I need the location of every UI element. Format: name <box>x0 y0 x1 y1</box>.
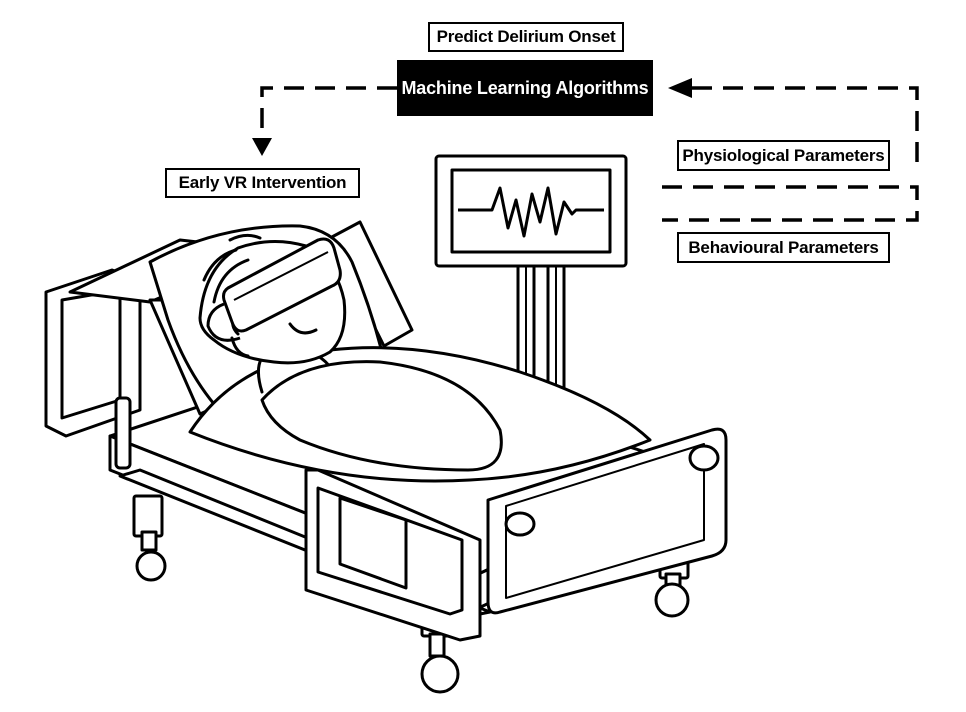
machine-learning-box: Machine Learning Algorithms <box>397 60 653 116</box>
vital-signs-monitor-icon <box>434 154 628 414</box>
behavioural-parameters-label: Behavioural Parameters <box>677 232 890 263</box>
feedback-loop-lines <box>260 86 919 222</box>
physiological-parameters-label: Physiological Parameters <box>677 140 890 171</box>
arrow-left-icon <box>668 78 692 98</box>
parameters-bracket-line <box>662 185 919 222</box>
parameters-to-ml-line <box>690 86 919 162</box>
arrow-down-icon <box>252 138 272 156</box>
vr-headset-icon <box>206 237 342 342</box>
predict-delirium-label: Predict Delirium Onset <box>428 22 624 52</box>
ml-to-intervention-line <box>260 86 397 140</box>
early-vr-intervention-label: Early VR Intervention <box>165 168 360 198</box>
